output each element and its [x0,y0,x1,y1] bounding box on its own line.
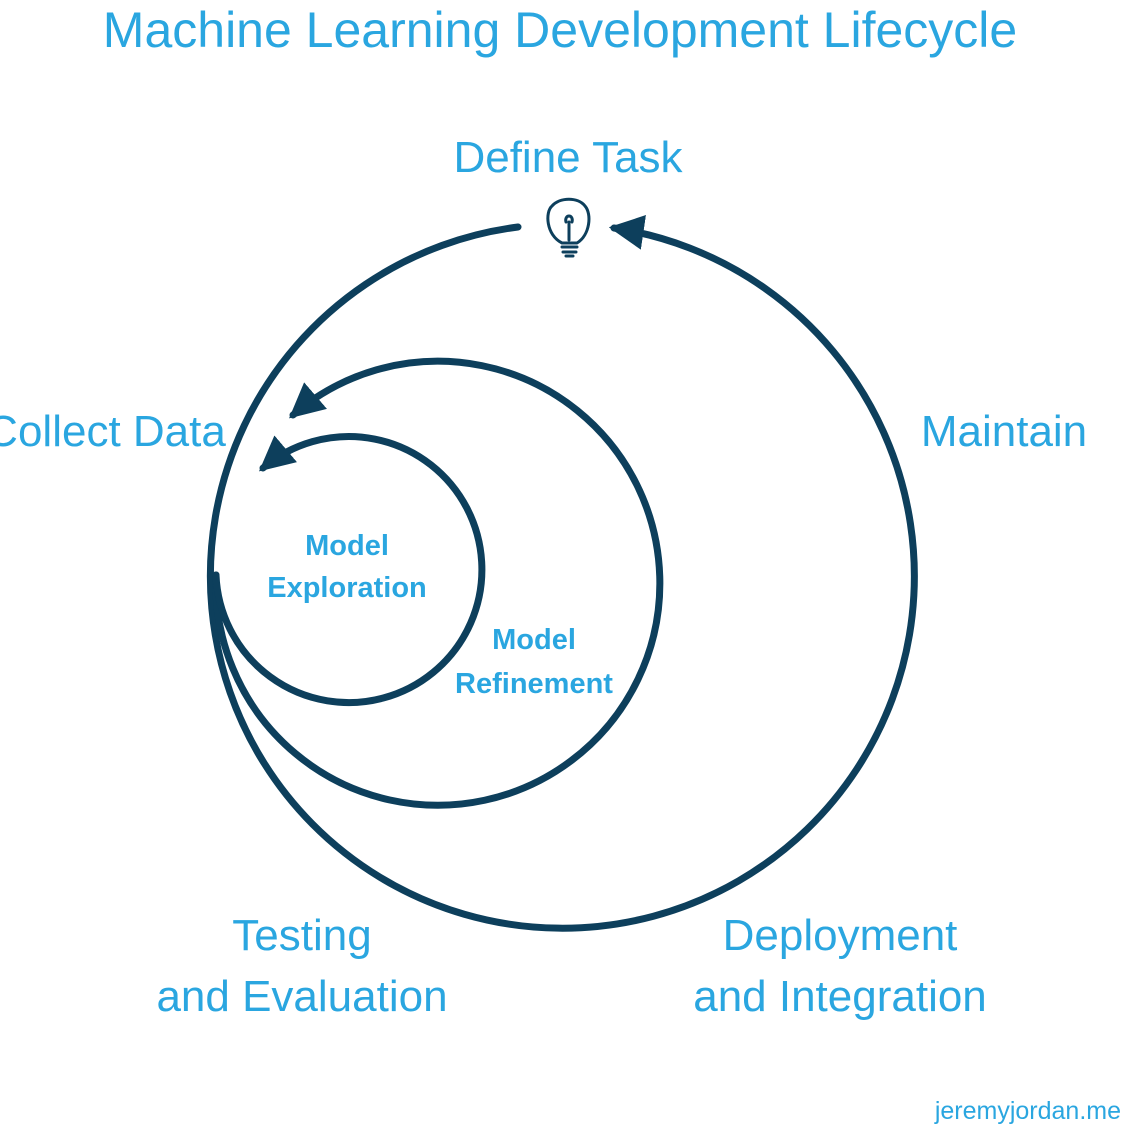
page-title: Machine Learning Development Lifecycle [103,2,1017,58]
stage-maintain: Maintain [921,407,1087,456]
inner-refinement-line-2: Refinement [455,668,613,700]
lightbulb-icon [546,197,591,258]
site-credit: jeremyjordan.me [934,1097,1121,1125]
inner-refinement-line-1: Model [492,624,576,656]
inner-exploration-line-1: Model [305,530,389,562]
stage-deployment-line-1: Deployment [723,911,958,960]
outer-cycle-arrow [206,215,918,932]
stage-define-task: Define Task [453,133,683,182]
stage-testing-line-1: Testing [232,911,371,960]
stage-testing-line-2: and Evaluation [156,972,447,1021]
refinement-cycle-arrow [212,357,664,809]
stage-collect-data: Collect Data [0,407,226,456]
inner-exploration-line-2: Exploration [267,572,427,604]
exploration-cycle-arrow [212,433,486,707]
stage-deployment-line-2: and Integration [693,972,987,1021]
